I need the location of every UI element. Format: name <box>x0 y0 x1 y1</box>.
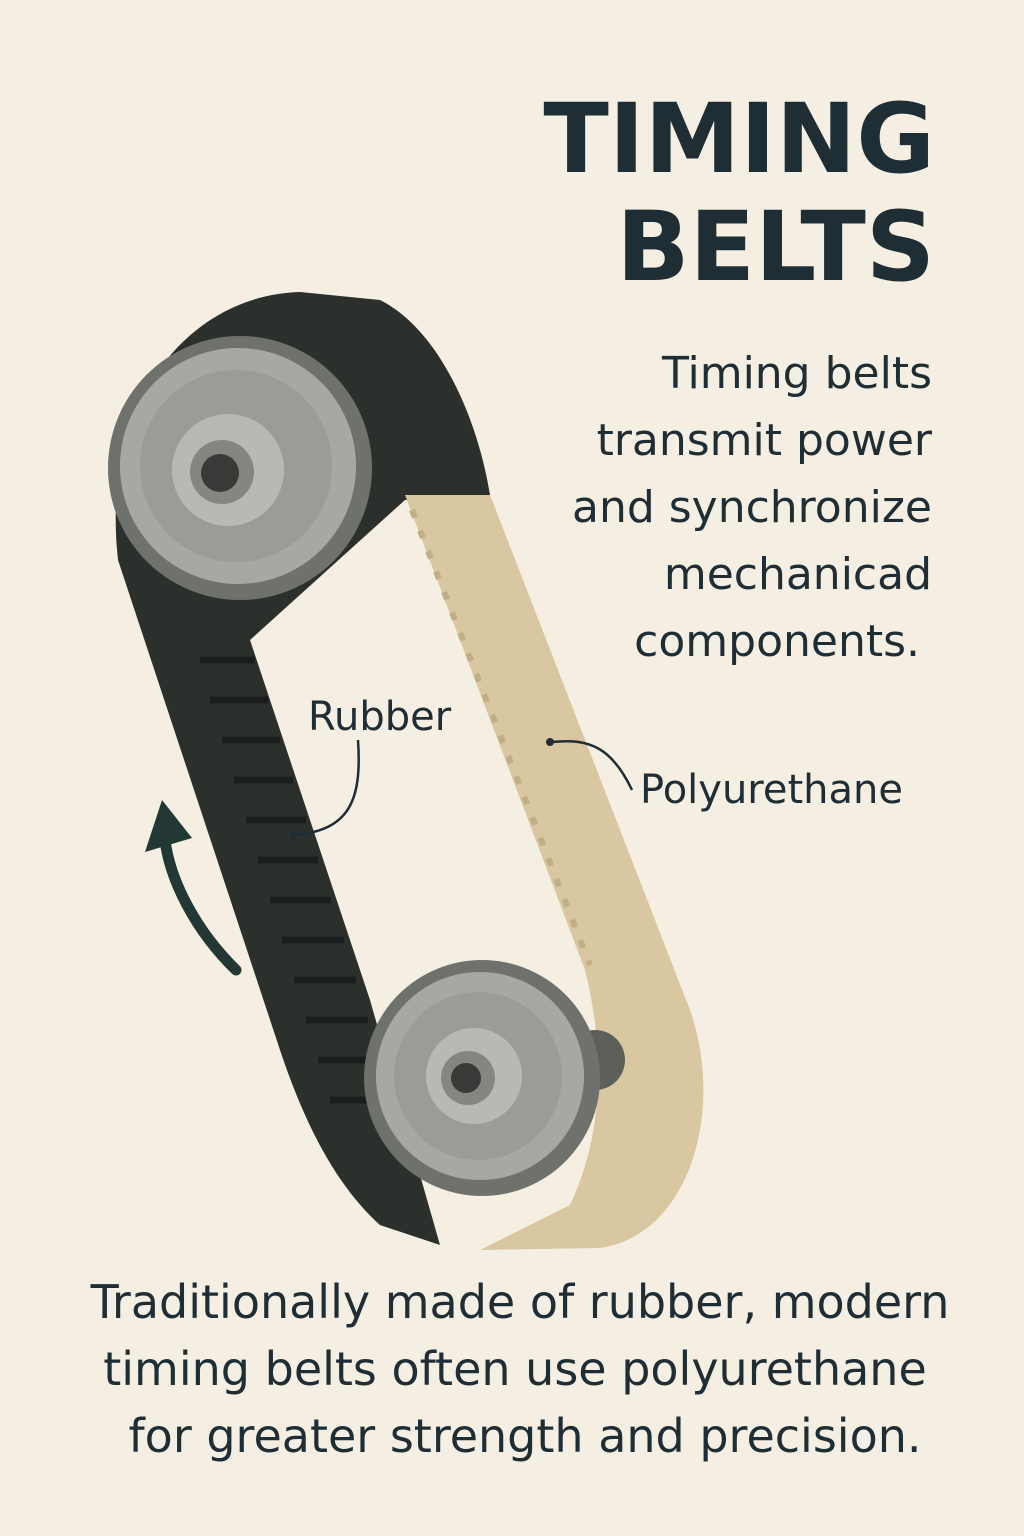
top-pulley <box>108 336 372 600</box>
polyurethane-label: Polyurethane <box>640 767 903 813</box>
rubber-leader-dot <box>289 831 297 839</box>
footer-line: Traditionally made of rubber, modern <box>90 1275 950 1329</box>
title-line-2: BELTS <box>616 191 935 303</box>
description: Timing belts transmit power and synchron… <box>572 348 933 667</box>
footer-line: for greater strength and precision. <box>128 1409 921 1463</box>
rubber-label: Rubber <box>308 694 452 740</box>
description-line: mechanicad <box>664 549 932 600</box>
description-line: Timing belts <box>661 348 932 399</box>
rotation-arrow-icon <box>145 800 242 976</box>
polyurethane-belt <box>405 495 704 1250</box>
polyurethane-leader-line <box>551 740 634 791</box>
description-line: and synchronize <box>572 482 932 533</box>
footer-line: timing belts often use polyurethane <box>103 1342 927 1396</box>
polyurethane-leader-dot <box>546 738 554 746</box>
rubber-leader-line <box>294 739 360 837</box>
title-line-1: TIMING <box>543 83 935 195</box>
description-line: transmit power <box>597 415 933 466</box>
description-line: components. <box>634 616 920 667</box>
footer-text: Traditionally made of rubber, modern tim… <box>90 1275 950 1463</box>
polyurethane-teeth <box>409 508 593 967</box>
belt-illustration <box>108 292 704 1250</box>
bottom-pulley <box>364 960 625 1196</box>
